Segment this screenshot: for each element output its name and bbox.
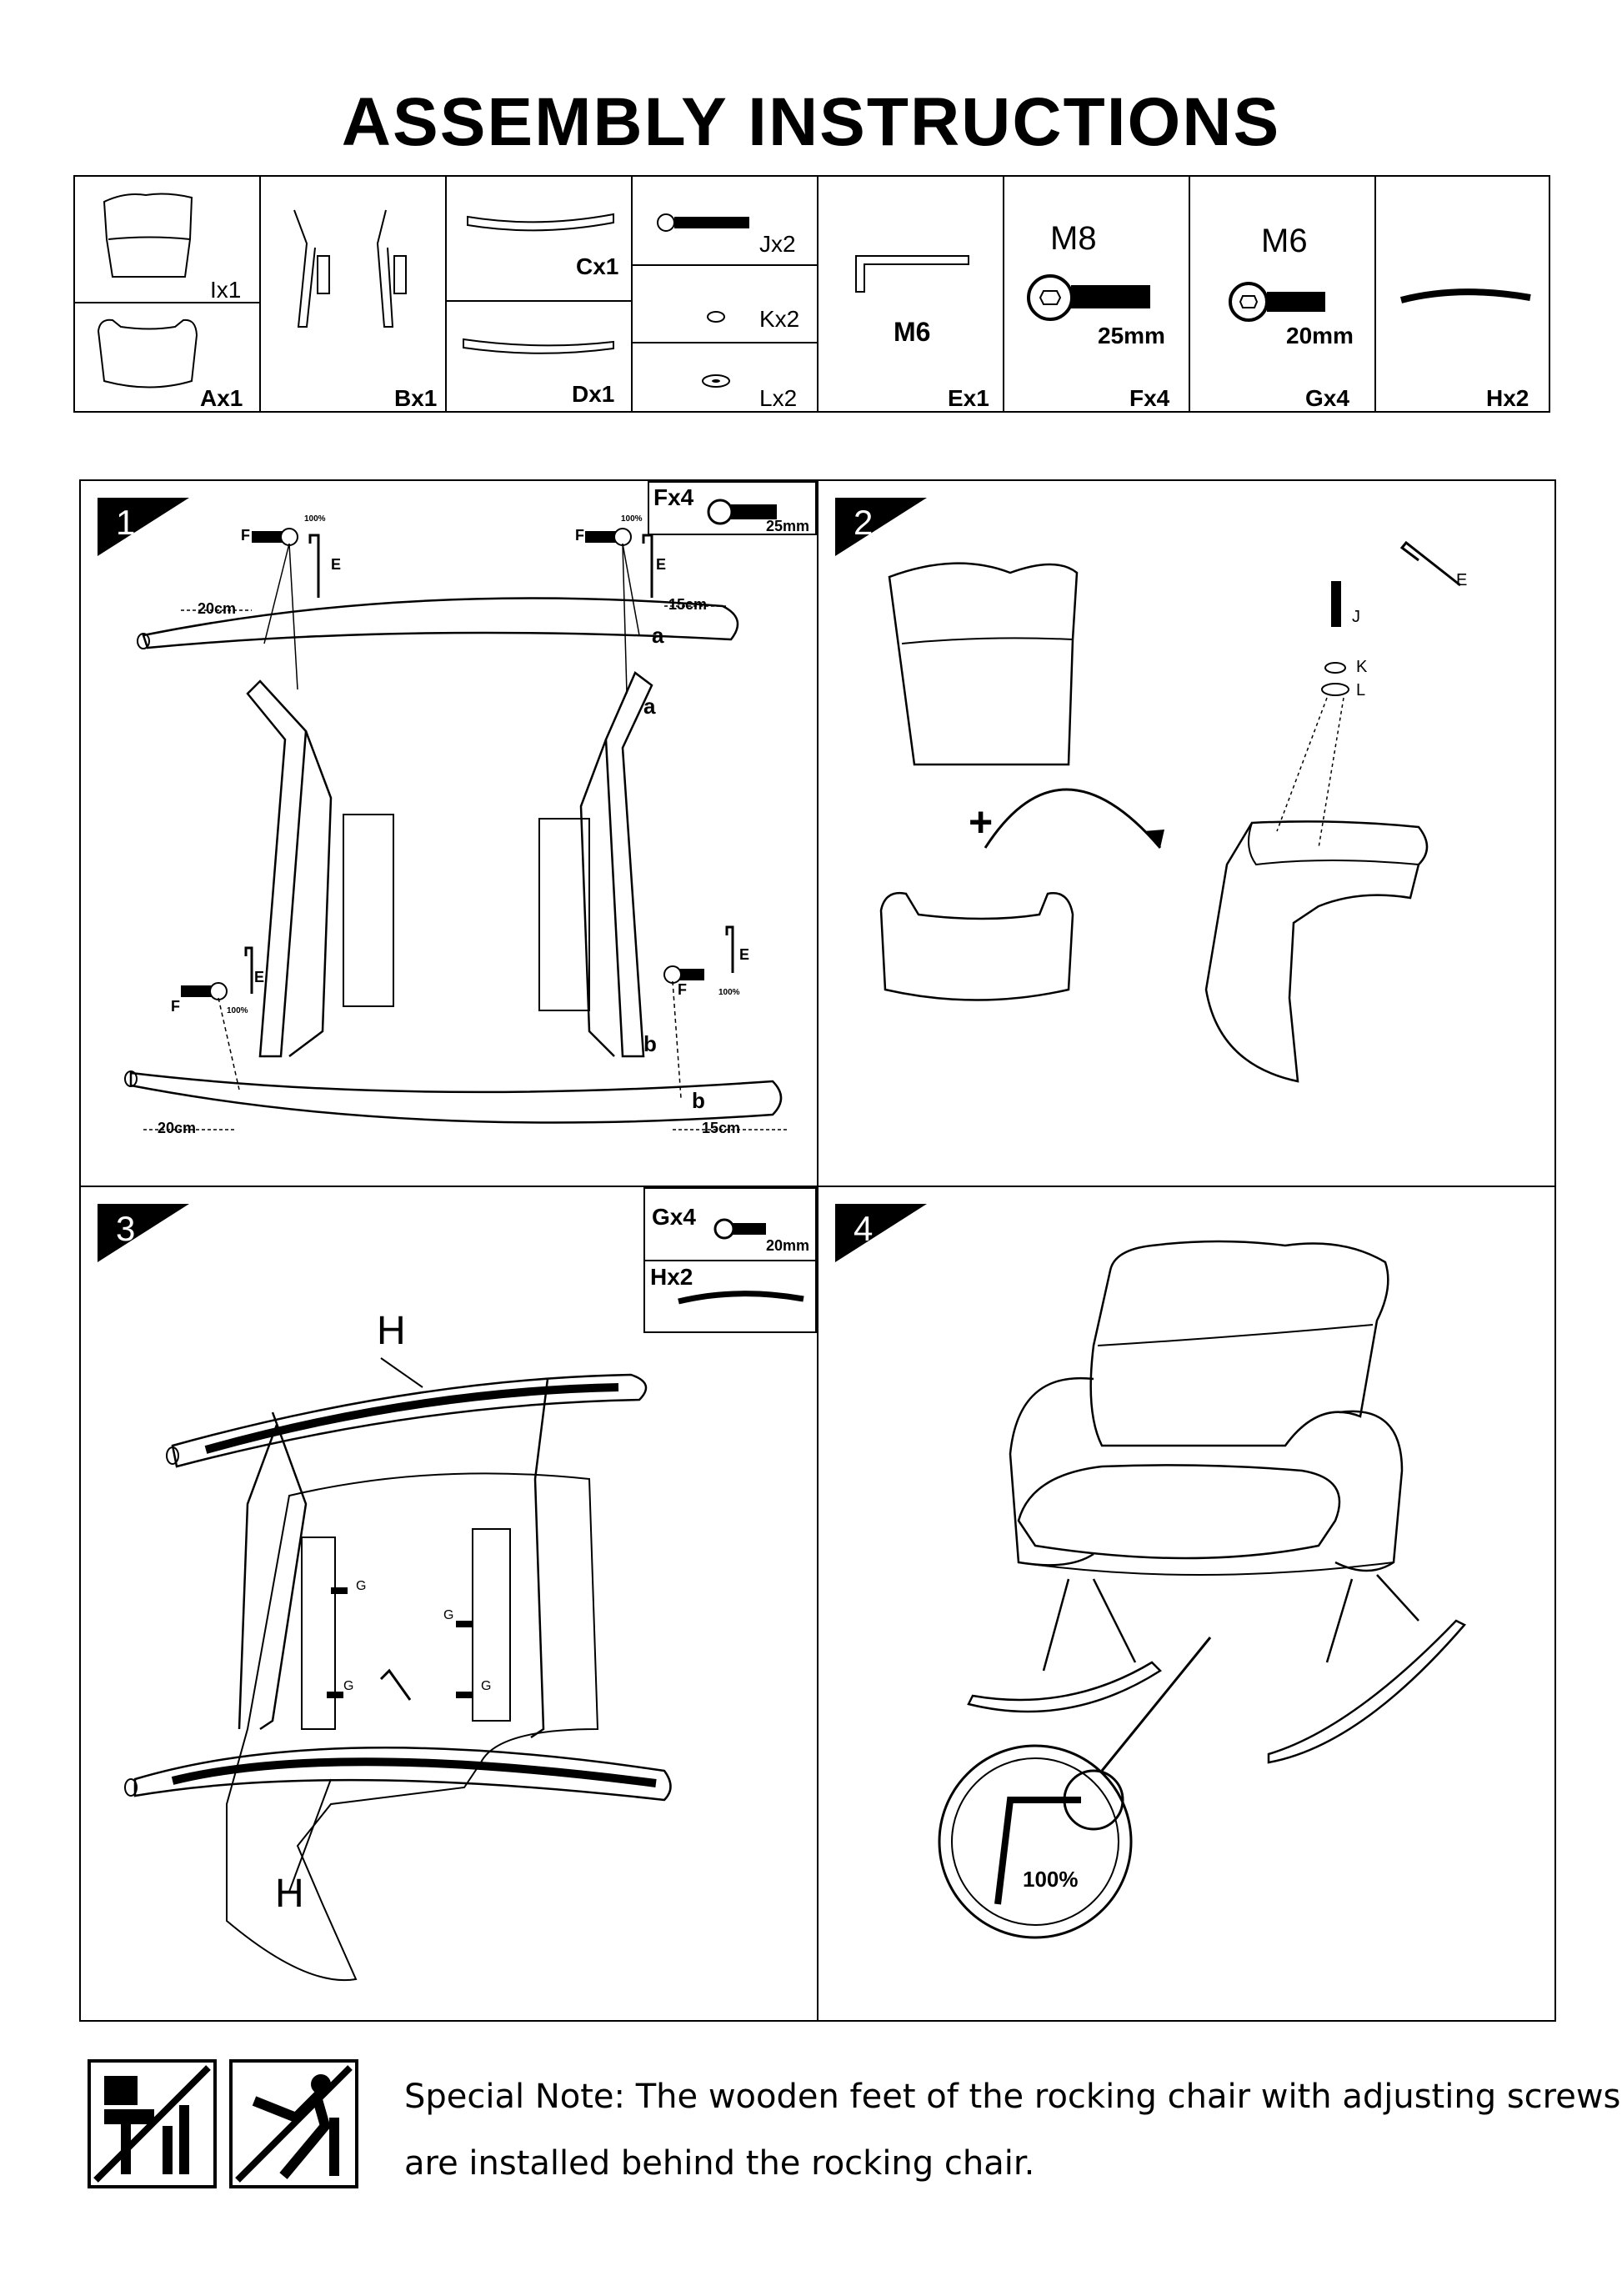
torque-label: 100%: [304, 514, 326, 524]
part-label-a: Ax1: [200, 385, 243, 411]
part-label-h: Hx2: [1486, 385, 1529, 411]
steps-grid: 1 Fx4 25mm: [79, 479, 1556, 2022]
label-e: E: [254, 969, 265, 985]
torque-label: 100%: [1023, 1867, 1079, 1892]
part-label-c: Cx1: [576, 253, 619, 279]
label-g: G: [443, 1608, 454, 1622]
part-cell-j-k-l: Jx2 Kx2 Lx2: [633, 177, 819, 411]
step-number: 3: [116, 1209, 136, 1248]
label-f: F: [678, 981, 687, 998]
label-f: F: [241, 527, 250, 544]
dimension-20cm: 20cm: [158, 1120, 197, 1136]
part-cell-f: M8 25mm Fx4: [1004, 177, 1190, 411]
label-h: H: [275, 1872, 304, 1916]
chair-back-part-icon: [97, 193, 198, 389]
step-1-panel: 1 Fx4 25mm: [81, 481, 817, 1186]
part-cell-c-d: Cx1 Dx1: [447, 177, 633, 411]
part-size-e: M6: [894, 317, 931, 347]
label-f: F: [575, 527, 584, 544]
label-g: G: [481, 1679, 492, 1693]
part-cell-e: M6 Ex1: [819, 177, 1004, 411]
label-e: E: [656, 556, 667, 573]
step-number: 4: [854, 1209, 874, 1248]
part-label-e: Ex1: [948, 385, 989, 411]
inset-label: Fx4: [653, 484, 694, 510]
point-b: b: [692, 1088, 705, 1113]
torque-label: 100%: [718, 988, 740, 997]
part-label-i: Ix1: [210, 277, 242, 303]
part-label-g: Gx4: [1305, 385, 1349, 411]
part-size-f: M8: [1050, 220, 1097, 257]
step-2-diagram: [879, 540, 1461, 1083]
step-4-diagram: [938, 1240, 1466, 1939]
part-label-k: Kx2: [759, 306, 800, 332]
label-l: L: [1356, 681, 1366, 699]
label-e: E: [331, 556, 342, 573]
part-length-f: 25mm: [1098, 323, 1165, 348]
dimension-15cm: 15cm: [668, 596, 708, 613]
step-badge: [98, 1204, 189, 1262]
leg-frame-part-icon: [293, 209, 407, 328]
part-cell-b: Bx1: [261, 177, 447, 411]
label-e: E: [1456, 571, 1468, 589]
no-climbing-icon: [229, 2059, 358, 2188]
parts-table: Ix1 Ax1 Bx1 Cx1 Dx1 Jx2 Kx2: [73, 175, 1550, 413]
inset-length: 25mm: [766, 518, 810, 534]
part-label-j: Jx2: [759, 231, 796, 257]
special-note-line-2: are installed behind the rocking chair.: [404, 2144, 1035, 2183]
step-1-diagram: [124, 528, 789, 1130]
inset-label: Hx2: [650, 1264, 693, 1290]
step-2-panel: 2 E J K L +: [819, 481, 1554, 1186]
part-cell-h: Hx2: [1376, 177, 1549, 411]
part-label-d: Dx1: [572, 381, 615, 407]
point-a: a: [652, 623, 664, 648]
part-size-g: M6: [1261, 223, 1308, 259]
torque-label: 100%: [227, 1006, 248, 1015]
bolt-icon: [707, 499, 777, 525]
part-label-f: Fx4: [1129, 385, 1170, 411]
step-badge: [98, 498, 189, 556]
part-cell-i-a: Ix1 Ax1: [75, 177, 261, 411]
label-j: J: [1352, 608, 1360, 626]
part-label-b: Bx1: [394, 385, 438, 411]
page-title: ASSEMBLY INSTRUCTIONS: [341, 84, 1281, 160]
label-f: F: [171, 998, 180, 1015]
plus-sign: +: [969, 799, 994, 845]
dimension-20cm: 20cm: [198, 600, 237, 617]
label-g: G: [356, 1579, 367, 1593]
dimension-15cm: 15cm: [702, 1120, 741, 1136]
part-label-l: Lx2: [759, 385, 798, 411]
inset-label: Gx4: [652, 1204, 696, 1230]
inset-length: 20mm: [766, 1237, 810, 1254]
step-badge: [835, 1204, 927, 1262]
point-b: b: [643, 1031, 657, 1056]
bolt-m6-part-icon: [1229, 282, 1325, 322]
step-3-hardware-inset: Gx4 20mm Hx2: [643, 1187, 817, 1333]
rocker-part-icon: [463, 213, 614, 354]
label-g: G: [343, 1679, 354, 1693]
bolt-m8-part-icon: [1027, 274, 1150, 321]
no-standing-icon: [88, 2059, 217, 2188]
step-number: 1: [116, 503, 136, 542]
label-h: H: [377, 1309, 406, 1353]
torque-label: 100%: [621, 514, 643, 524]
step-3-panel: 3 Gx4 20mm Hx2: [81, 1187, 817, 2021]
special-note-line-1: Special Note: The wooden feet of the roc…: [404, 2078, 1621, 2116]
part-length-g: 20mm: [1286, 323, 1354, 348]
bolt-and-strip-icon: [678, 1218, 804, 1305]
step-1-hardware-inset: Fx4 25mm: [648, 481, 817, 535]
strip-part-icon: [1400, 288, 1531, 303]
point-a: a: [643, 694, 656, 719]
step-number: 2: [854, 503, 874, 542]
label-e: E: [739, 946, 750, 963]
step-4-panel: 4 100%: [819, 1187, 1554, 2021]
label-k: K: [1356, 658, 1368, 676]
part-cell-g: M6 20mm Gx4: [1190, 177, 1376, 411]
bolt-washer-part-icon: [657, 213, 749, 388]
allen-key-part-icon: [855, 255, 969, 293]
step-badge: [835, 498, 927, 556]
step-3-diagram: [124, 1357, 672, 1982]
